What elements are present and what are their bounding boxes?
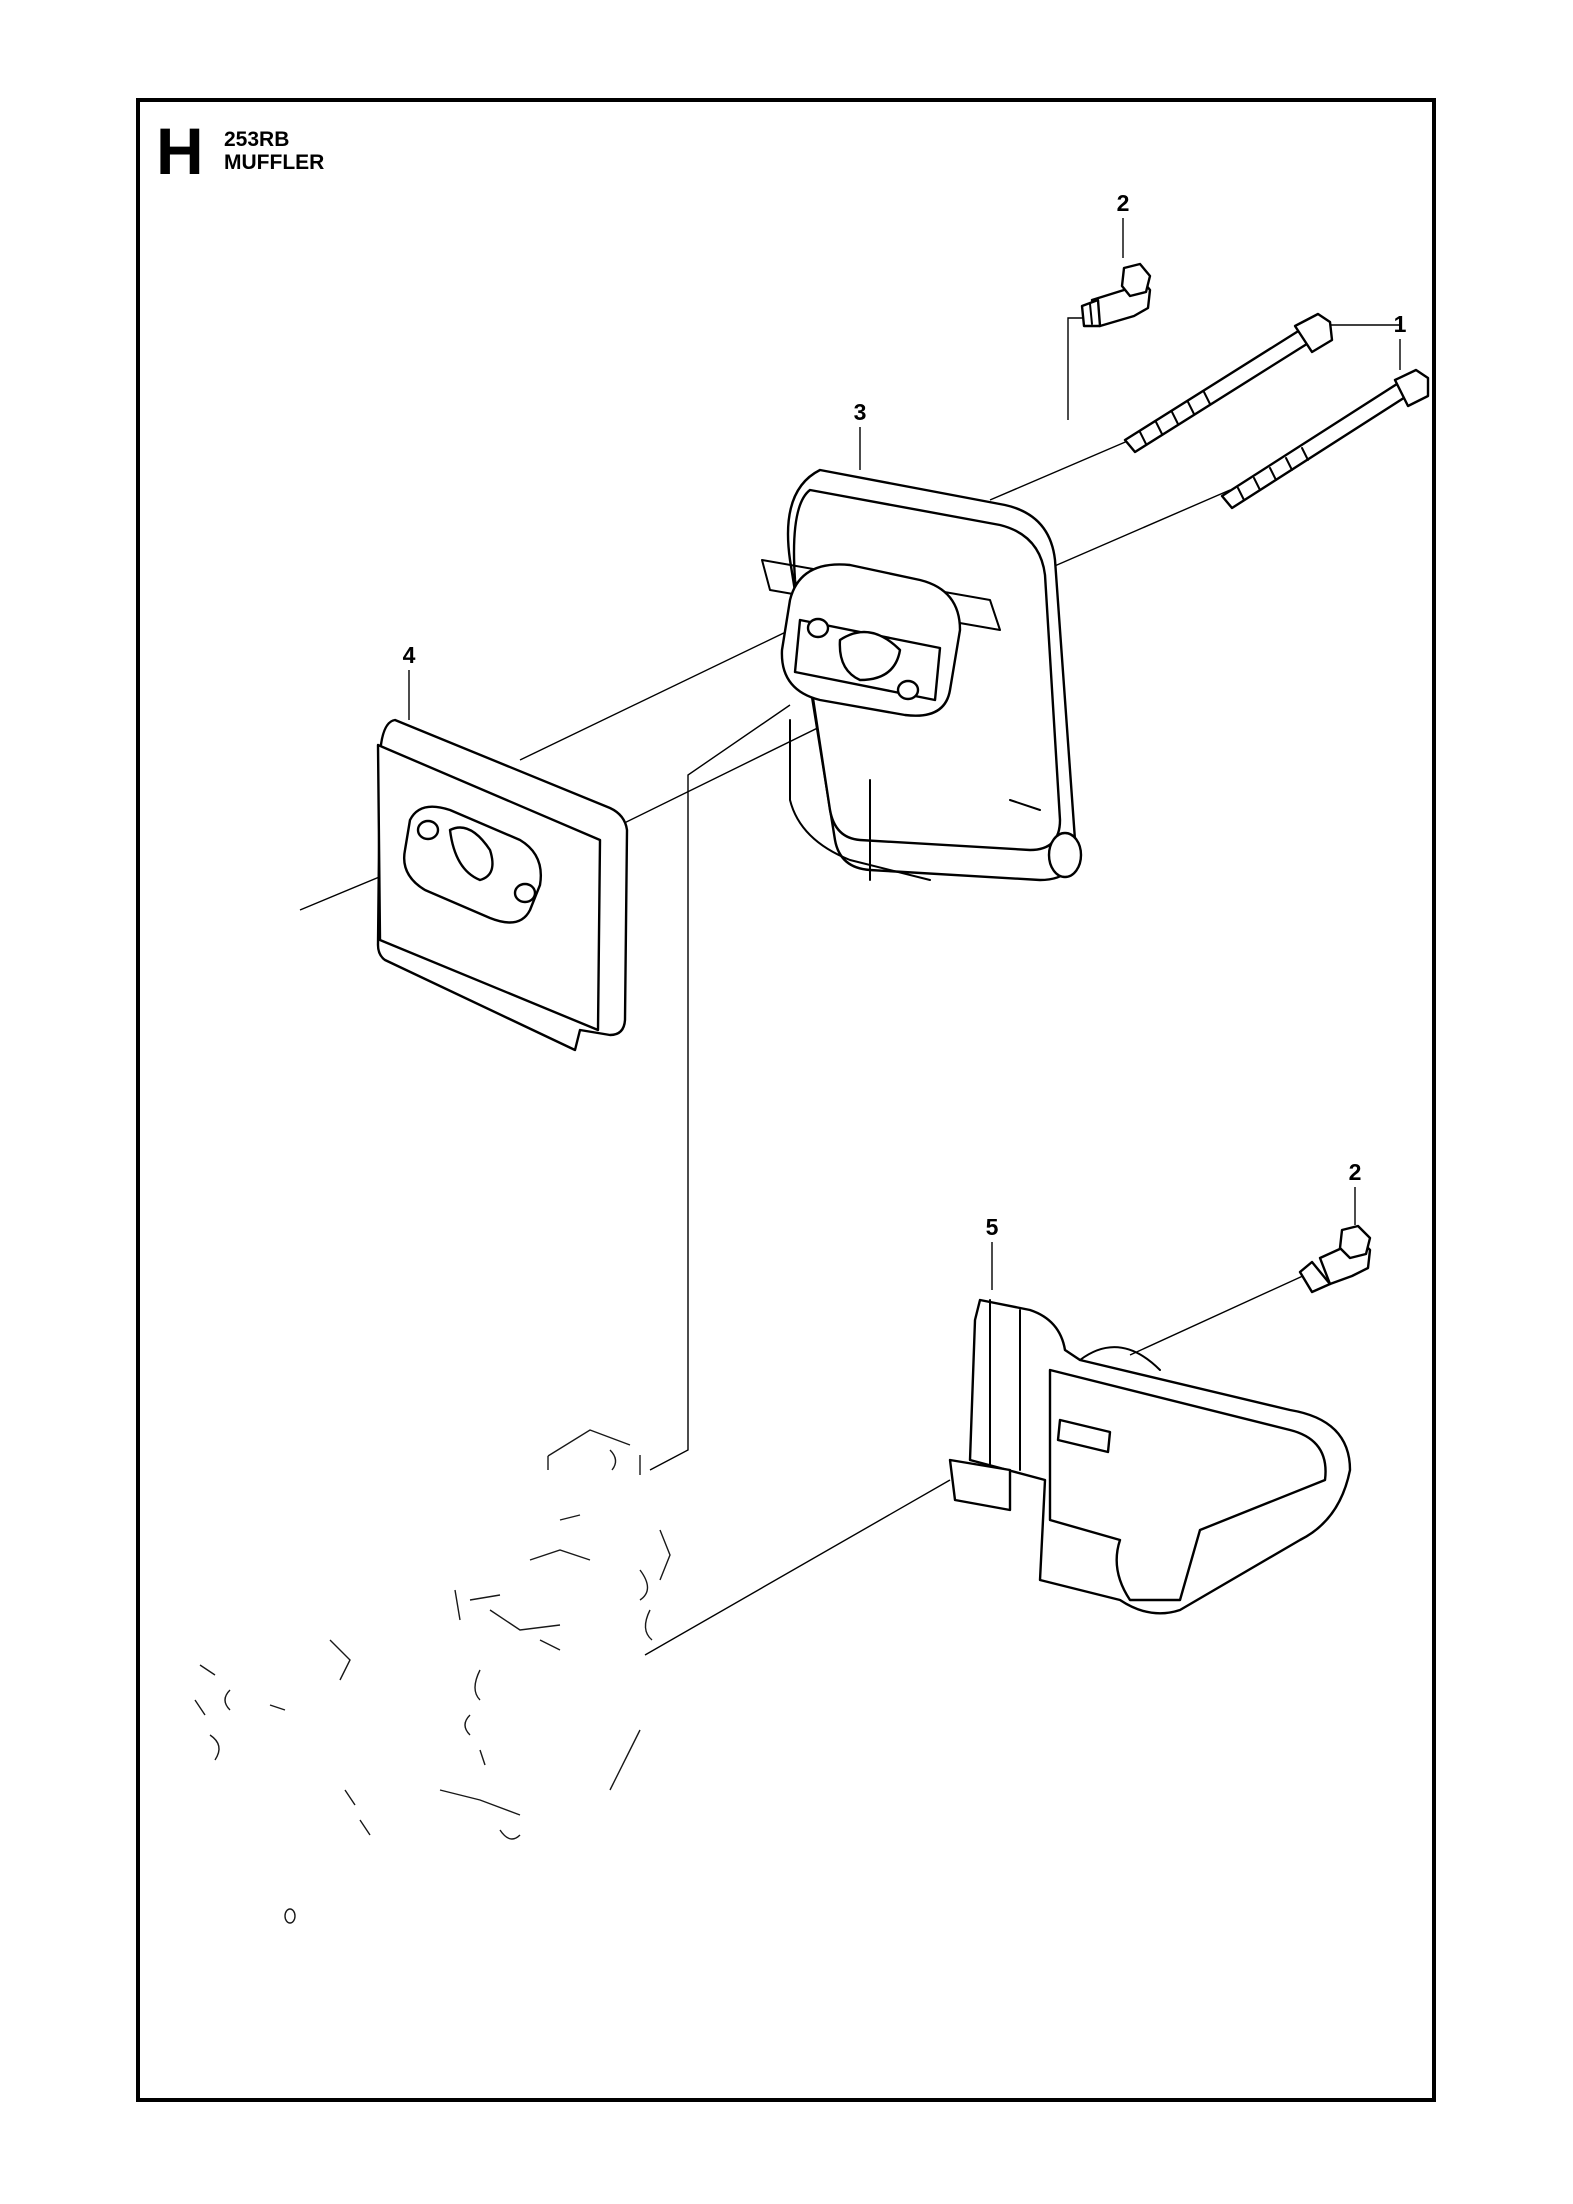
muffler-part-3 — [761, 468, 1083, 882]
gasket-part-4 — [376, 718, 629, 1052]
diagram-frame — [136, 98, 1436, 2102]
engine-outline — [194, 1429, 671, 1924]
callout-4: 4 — [403, 642, 416, 668]
heat-shield-part-5 — [948, 1298, 1352, 1615]
model-number: 253RB — [224, 128, 290, 151]
callout-1: 1 — [1394, 311, 1407, 337]
section-letter: H — [156, 114, 204, 188]
callout-2-top: 2 — [1117, 190, 1130, 216]
bolt-part-1 — [1123, 312, 1430, 510]
callout-5: 5 — [986, 1214, 999, 1240]
callout-2-bottom: 2 — [1349, 1159, 1362, 1185]
leader-lines — [299, 218, 1401, 1656]
callout-3: 3 — [854, 399, 867, 425]
screw-part-2-bottom — [1298, 1224, 1372, 1294]
diagram-title: MUFFLER — [224, 151, 325, 174]
screw-part-2-top — [1080, 262, 1152, 328]
